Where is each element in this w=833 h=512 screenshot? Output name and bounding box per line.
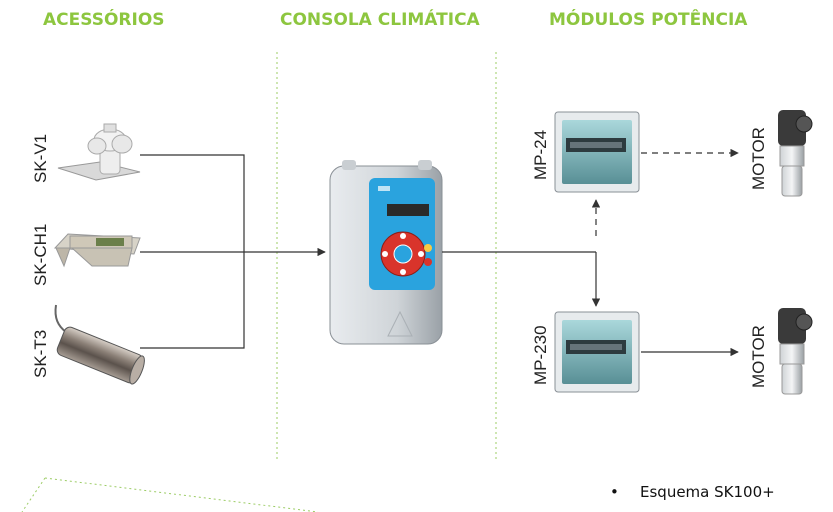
module-label-mp-24: MP-24 (531, 130, 550, 180)
sk-t3-temperature-probe-image (54, 304, 145, 385)
climate-console-image (329, 160, 443, 345)
motor-label-1: MOTOR (749, 127, 768, 190)
mp-24-module-image (554, 111, 640, 193)
footer-bullet: • (610, 483, 619, 501)
header-power-modules: MÓDULOS POTÊNCIA (549, 8, 748, 30)
module-label-mp-230: MP-230 (531, 325, 550, 385)
accessory-label-sk-t3: SK-T3 (31, 330, 50, 378)
accessory-label-sk-ch1: SK-CH1 (31, 224, 50, 286)
footer-decor-line-2 (21, 477, 46, 512)
sk-v1-anemometer-image (57, 123, 141, 181)
motor-label-2: MOTOR (749, 325, 768, 388)
motor-2-image (778, 308, 813, 395)
mp-230-module-image (554, 311, 640, 393)
header-console: CONSOLA CLIMÁTICA (280, 8, 481, 30)
motor-1-image (778, 110, 813, 197)
footer-decor-line (44, 477, 319, 512)
header-accessories: ACESSÓRIOS (43, 8, 165, 30)
accessory-wiring (140, 154, 245, 349)
sk-ch1-rain-sensor-image (53, 233, 141, 268)
accessory-label-sk-v1: SK-V1 (31, 134, 50, 183)
footer-caption: Esquema SK100+ (640, 483, 775, 501)
